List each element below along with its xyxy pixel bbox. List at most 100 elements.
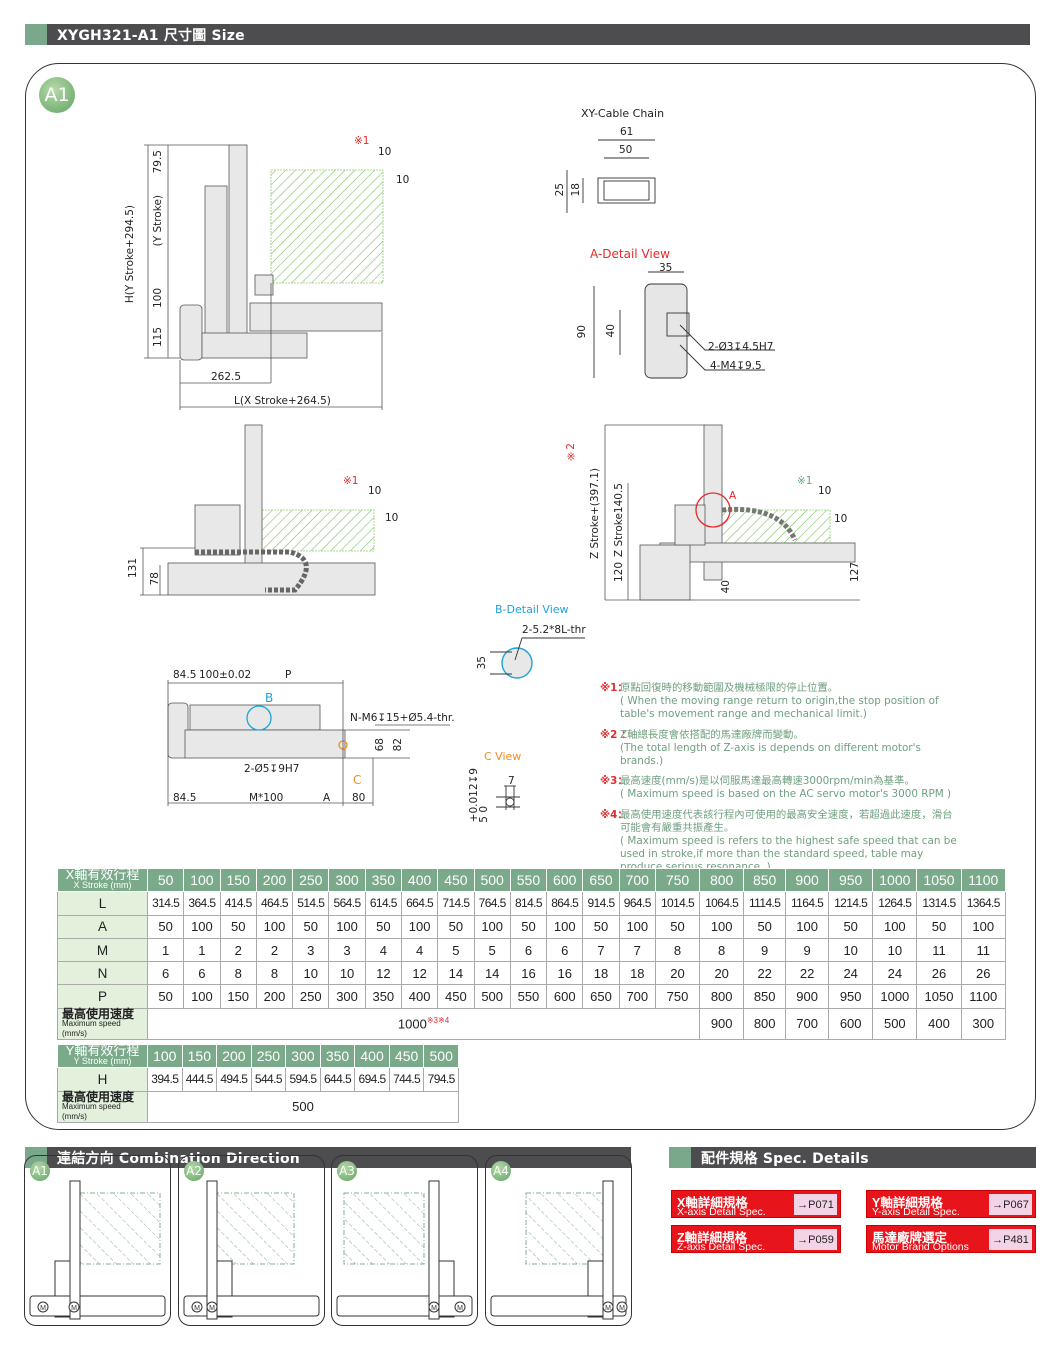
spec-en: Y-axis Detail Spec. xyxy=(872,1206,960,1218)
value-cell: 7 xyxy=(582,937,620,963)
value-cell: 10 xyxy=(872,937,918,963)
row-label: P xyxy=(57,984,148,1009)
speed-label-zh: 最高使用速度 xyxy=(62,1006,135,1021)
page-ref: →P071 xyxy=(794,1194,837,1215)
value-cell: 300 xyxy=(328,984,366,1009)
value-cell: 50 xyxy=(743,914,787,939)
note-en: ( Maximum speed is based on the AC servo… xyxy=(620,788,952,801)
dim-m100: M*100 xyxy=(249,792,284,804)
dim-84-5: 84.5 xyxy=(173,669,197,681)
stroke-cell: 300 xyxy=(285,1043,321,1069)
a-detail-marker: A xyxy=(729,490,737,502)
value-cell: 6 xyxy=(546,937,584,963)
stroke-cell: 650 xyxy=(582,867,620,893)
value-cell: 900 xyxy=(785,984,830,1009)
value-cell: 7 xyxy=(618,937,656,963)
stroke-header-en: Y Stroke (mm) xyxy=(73,1056,132,1067)
value-cell: 4 xyxy=(364,937,402,963)
value-cell: 850 xyxy=(743,984,787,1009)
y-axis-column xyxy=(206,1180,218,1320)
cable-chain-title: XY-Cable Chain xyxy=(581,107,665,120)
spec-zh: Y軸詳細規格 xyxy=(872,1196,943,1210)
note-4: ※4：最高使用速度代表該行程內可使用的最高安全速度，若超過此速度，滑台可能會有嚴… xyxy=(600,809,960,875)
dim-262-5: 262.5 xyxy=(211,371,242,383)
value-cell: 100 xyxy=(473,914,511,939)
value-cell: 1164.5 xyxy=(785,891,830,916)
stroke-cell: 350 xyxy=(364,867,402,893)
top-view-drawing xyxy=(144,144,384,410)
value-cell: 100 xyxy=(699,914,745,939)
motor-icon xyxy=(191,1301,203,1313)
value-cell: 764.5 xyxy=(473,891,511,916)
dim-7: 7 xyxy=(508,775,515,787)
motor-symbol: M xyxy=(431,1305,437,1312)
value-cell: 10 xyxy=(328,961,366,986)
dim-115: 115 xyxy=(152,327,164,348)
value-cell: 24 xyxy=(828,961,874,986)
value-cell: 100 xyxy=(328,914,366,939)
note-mark: ※2 ： xyxy=(600,728,632,741)
dim-l-total: L(X Stroke+264.5) xyxy=(234,395,331,407)
value-cell: 11 xyxy=(916,937,962,963)
thread-spec: N-M6↧15+Ø5.4-thr. xyxy=(350,712,455,724)
value-cell: 50 xyxy=(437,914,475,939)
value-cell: 1364.5 xyxy=(960,891,1007,916)
note1-mark: ※1 xyxy=(797,475,813,487)
stroke-cell: 250 xyxy=(250,1043,287,1069)
value-cell: 3 xyxy=(328,937,366,963)
value-cell: 20 xyxy=(699,961,745,986)
speed-value-cell: 900 xyxy=(699,1007,745,1040)
value-cell: 864.5 xyxy=(546,891,584,916)
page-title: XYGH321-A1 尺寸圖 Size xyxy=(57,27,245,44)
x-axis-rail xyxy=(29,1295,166,1317)
motor-icon xyxy=(428,1301,440,1313)
option-badge: A4 xyxy=(491,1161,511,1181)
value-cell: 200 xyxy=(255,984,294,1009)
stroke-cell: 100 xyxy=(183,867,221,893)
dim-68: 68 xyxy=(374,738,386,752)
dim-100: 100 xyxy=(152,288,164,309)
value-cell: 500 xyxy=(473,984,511,1009)
value-cell: 950 xyxy=(828,984,874,1009)
c-view-title: C View xyxy=(484,750,522,763)
value-cell: 514.5 xyxy=(292,891,330,916)
work-area xyxy=(525,1192,607,1265)
value-cell: 50 xyxy=(364,914,402,939)
value-cell: 744.5 xyxy=(388,1067,425,1092)
dim-10: 10 xyxy=(385,512,399,524)
b-detail-drawing xyxy=(490,637,585,679)
value-cell: 444.5 xyxy=(181,1067,218,1092)
stroke-cell: 400 xyxy=(400,867,439,893)
value-cell: 6 xyxy=(183,961,221,986)
combination-header-bar: 連結方向 Combination Direction xyxy=(25,1147,631,1168)
speed-label-en: Maximum speed (mm/s) xyxy=(62,1101,121,1121)
size-drawing-frame xyxy=(25,63,1036,1130)
stroke-cell: 500 xyxy=(423,1043,459,1069)
stroke-cell: 150 xyxy=(219,867,257,893)
motor-symbol: M xyxy=(40,1305,46,1312)
speed-value-cell: 500 xyxy=(147,1090,459,1123)
stroke-cell: 500 xyxy=(473,867,511,893)
value-cell: 150 xyxy=(219,984,257,1009)
dim-120: 120 xyxy=(613,562,625,583)
hole-spec-2: 4-M4↧9.5 xyxy=(710,360,762,372)
value-cell: 794.5 xyxy=(423,1067,459,1092)
spec-zh: Z軸詳細規格 xyxy=(677,1231,748,1245)
value-cell: 800 xyxy=(699,984,745,1009)
note-zh: Z軸總長度會依搭配的馬達廠牌而變動。 xyxy=(620,728,804,741)
